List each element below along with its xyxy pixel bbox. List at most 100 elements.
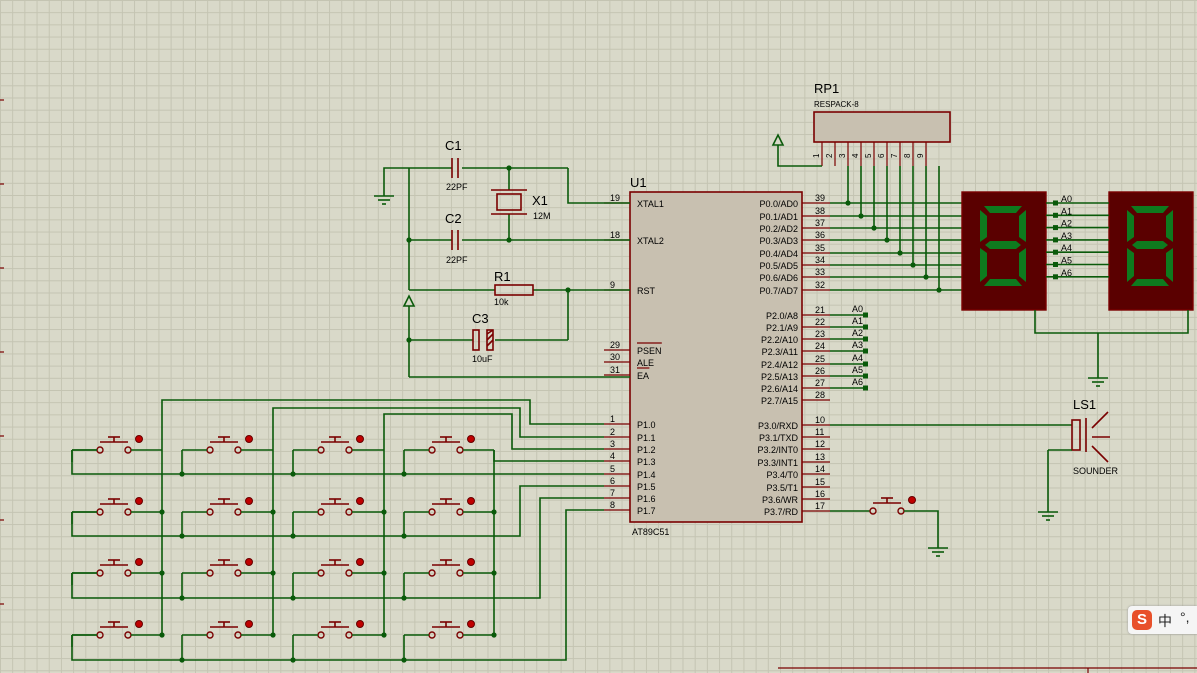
mcu-pin-number: 10 (815, 415, 825, 425)
button-contact (317, 508, 325, 516)
net-junction (863, 324, 868, 330)
wire (777, 145, 822, 167)
mcu-pin-number: 12 (815, 439, 825, 449)
mcu-pin-name: P0.7/AD7 (759, 286, 798, 296)
net-junction (1053, 237, 1058, 243)
mcu-pin-number: 6 (610, 476, 615, 486)
wire (404, 497, 604, 599)
mcu-pin-name: EA (637, 371, 649, 381)
rp1-value: RESPACK-8 (814, 100, 859, 109)
button-state-indicator-icon[interactable] (135, 558, 143, 566)
mcu-pin-name: P0.3/AD3 (759, 236, 798, 246)
p2-net-label: A2 (852, 328, 863, 338)
c1-value: 22PF (446, 182, 468, 192)
button-contact (96, 508, 104, 516)
mcu-pin-name: P1.7 (637, 506, 656, 516)
button-state-indicator-icon[interactable] (245, 620, 253, 628)
mcu-pin-name: P0.6/AD6 (759, 273, 798, 283)
segment (980, 210, 987, 242)
button-state-indicator-icon[interactable] (908, 496, 916, 504)
mcu-pin-name: ALE (637, 358, 654, 368)
button-state-indicator-icon[interactable] (467, 558, 475, 566)
segment (980, 248, 987, 282)
wire (1034, 310, 1189, 334)
button-state-indicator-icon[interactable] (135, 497, 143, 505)
segment (1127, 248, 1134, 282)
button-state-indicator-icon[interactable] (245, 497, 253, 505)
mcu-pin-number: 11 (815, 427, 824, 437)
button-contact (206, 569, 214, 577)
button-contact (869, 507, 877, 515)
button-state-indicator-icon[interactable] (356, 558, 364, 566)
wire (71, 573, 160, 599)
mcu-pin-name: RST (637, 286, 656, 296)
mcu-pin-name: P3.2/INT0 (757, 445, 798, 455)
button-contact (124, 446, 132, 454)
wire (404, 509, 604, 661)
button-state-indicator-icon[interactable] (245, 558, 253, 566)
button-state-indicator-icon[interactable] (135, 620, 143, 628)
mcu-ref: U1 (630, 175, 647, 190)
mcu-pin-name: P2.2/A10 (761, 335, 798, 345)
button-contact (96, 446, 104, 454)
ime-toolbar[interactable]: S 中 °, (1128, 606, 1197, 634)
button-state-indicator-icon[interactable] (356, 497, 364, 505)
sounder-wave (1091, 445, 1109, 463)
wire (71, 635, 160, 661)
mcu-pin-number: 14 (815, 464, 825, 474)
wire (567, 168, 630, 204)
mcu-pin-name: P3.5/T1 (766, 483, 798, 493)
power-arrow-icon (771, 133, 785, 146)
mcu-pin-number: 36 (815, 230, 825, 240)
button-state-indicator-icon[interactable] (356, 435, 364, 443)
c1-ref: C1 (445, 138, 462, 153)
mcu-body[interactable] (629, 191, 803, 523)
mcu-pin-number: 32 (815, 280, 825, 290)
button-state-indicator-icon[interactable] (467, 620, 475, 628)
mcu-pin-name: P0.4/AD4 (759, 249, 798, 259)
mcu-pin-number: 24 (815, 341, 825, 351)
mcu-pin-number: 17 (815, 501, 825, 511)
rp1-pin-number: 6 (877, 153, 886, 158)
mcu-pin-number: 19 (610, 193, 620, 203)
button-state-indicator-icon[interactable] (356, 620, 364, 628)
button-contact (428, 446, 436, 454)
button-contact (124, 569, 132, 577)
segment (1166, 248, 1173, 282)
mcu-pin-number: 5 (610, 464, 615, 474)
ime-mode-toggle[interactable]: 中 (1158, 613, 1172, 629)
button-state-indicator-icon[interactable] (245, 435, 253, 443)
mcu-pin-name: P3.1/TXD (759, 433, 799, 443)
mcu-part-name: AT89C51 (632, 527, 669, 537)
ime-punct-toggle[interactable]: °, (1180, 609, 1190, 625)
display-net-label: A4 (1061, 243, 1072, 253)
button-state-indicator-icon[interactable] (467, 497, 475, 505)
mcu-pin-name: P2.6/A14 (761, 384, 798, 394)
mcu-pin-name: P3.7/RD (764, 507, 799, 517)
mcu-pin-name: P2.3/A11 (762, 347, 798, 357)
rp1-pin-number: 5 (864, 153, 873, 158)
display-net-label: A2 (1061, 219, 1072, 229)
button-contact (428, 569, 436, 577)
button-state-indicator-icon[interactable] (135, 435, 143, 443)
net-junction (1053, 274, 1058, 280)
mcu-pin-number: 38 (815, 206, 825, 216)
junction-dot (897, 250, 903, 256)
mcu-pin-name: P3.0/RXD (758, 421, 799, 431)
sounder-wave (1091, 411, 1109, 429)
segment (1127, 210, 1134, 242)
mcu-pin-number: 1 (610, 414, 615, 424)
mcu-pin-name: P3.4/T0 (766, 470, 798, 480)
button-contact (345, 631, 353, 639)
c2-ref: C2 (445, 211, 462, 226)
sounder-body (1071, 419, 1081, 451)
sogou-logo-icon[interactable]: S (1132, 610, 1152, 630)
button-state-indicator-icon[interactable] (467, 435, 475, 443)
wire (383, 167, 409, 188)
p2-net-label: A4 (852, 353, 863, 363)
segment (1131, 279, 1169, 286)
display-net-label: A1 (1061, 206, 1072, 216)
rp1-pin-number: 2 (825, 153, 834, 158)
